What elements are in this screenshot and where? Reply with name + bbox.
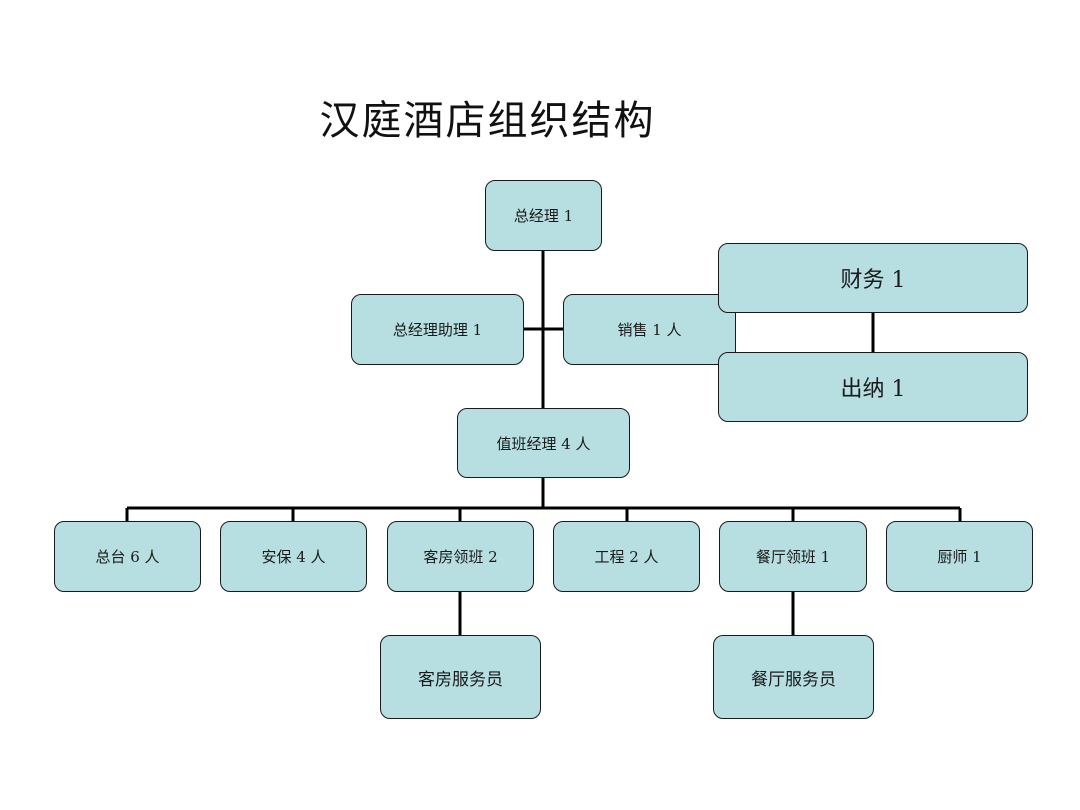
node-sales: 销售 1 人 — [563, 294, 736, 365]
node-finance: 财务 1 — [718, 243, 1028, 313]
node-front-desk: 总台 6 人 — [54, 521, 201, 592]
node-housekeeping-lead: 客房领班 2 — [387, 521, 534, 592]
node-restaurant-attendant: 餐厅服务员 — [713, 635, 874, 719]
chart-title: 汉庭酒店组织结构 — [319, 98, 656, 144]
node-restaurant-lead: 餐厅领班 1 — [719, 521, 867, 592]
node-cashier: 出纳 1 — [718, 352, 1028, 422]
node-security: 安保 4 人 — [220, 521, 367, 592]
node-gm-assistant: 总经理助理 1 — [351, 294, 524, 365]
node-general-manager: 总经理 1 — [485, 180, 602, 251]
node-chef: 厨师 1 — [886, 521, 1033, 592]
node-room-attendant: 客房服务员 — [380, 635, 541, 719]
node-duty-manager: 值班经理 4 人 — [457, 408, 630, 478]
node-engineering: 工程 2 人 — [553, 521, 700, 592]
